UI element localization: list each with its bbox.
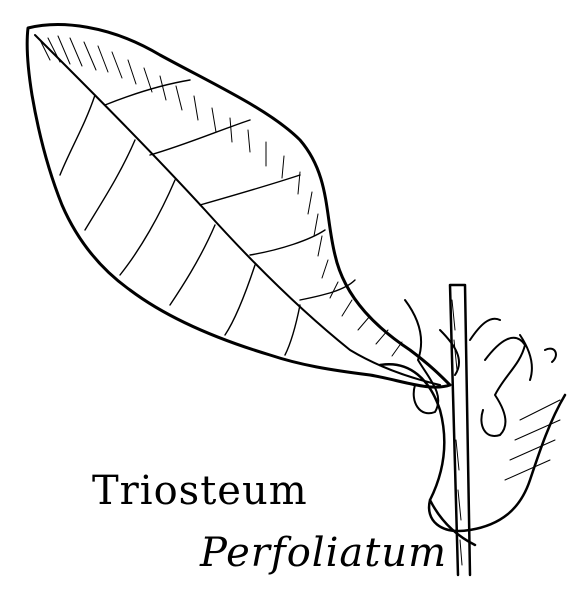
- leaf-vein: [59, 79, 356, 356]
- leaf-midrib: [34, 34, 441, 386]
- leaf-hatching: [39, 35, 403, 357]
- caption-species: Perfoliatum: [200, 530, 447, 576]
- caption-genus: Triosteum: [92, 468, 308, 514]
- stem-hatching: [451, 299, 561, 566]
- flower-bud: [404, 299, 557, 437]
- leaf-base: [378, 362, 567, 547]
- stem: [448, 283, 472, 577]
- leaf-outline: [25, 23, 452, 389]
